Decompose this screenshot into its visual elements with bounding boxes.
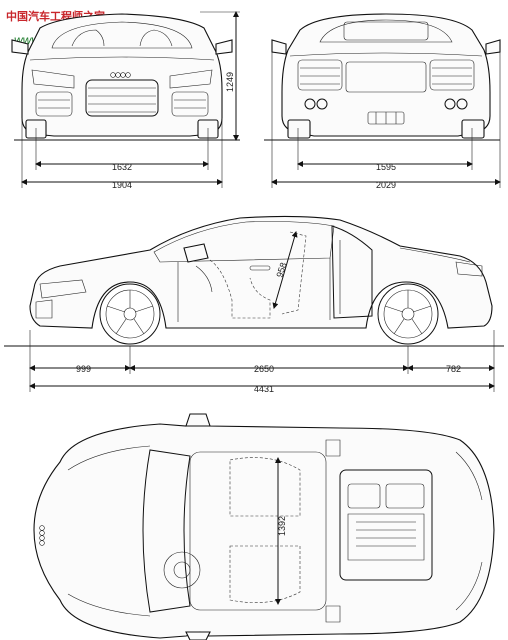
front-height-label: 1249 <box>225 72 235 92</box>
audi-rings-front <box>110 72 131 78</box>
rear-wheel <box>377 283 439 345</box>
audi-rings-top <box>39 525 45 546</box>
front-track-label: 1632 <box>112 162 132 172</box>
rear-overhang-label: 782 <box>446 364 461 374</box>
length-label: 4431 <box>254 384 274 394</box>
front-overhang-label: 999 <box>76 364 91 374</box>
front-grille-lines <box>88 87 156 113</box>
front-view: 1249 1632 1904 <box>11 11 240 190</box>
top-view: 1392 <box>33 413 495 640</box>
rear-track-label: 1595 <box>376 162 396 172</box>
side-view: 958 999 26 <box>4 215 504 394</box>
seat-dim-label: 958 <box>274 261 288 278</box>
rear-width-label: 2029 <box>376 180 396 190</box>
cabin-width-label: 1392 <box>277 516 287 536</box>
rear-view: 1595 2029 <box>264 13 501 190</box>
rear-vent-lines <box>300 67 472 85</box>
front-wheel <box>99 283 161 345</box>
wheelbase-label: 2650 <box>254 364 274 374</box>
front-width-label: 1904 <box>112 180 132 190</box>
